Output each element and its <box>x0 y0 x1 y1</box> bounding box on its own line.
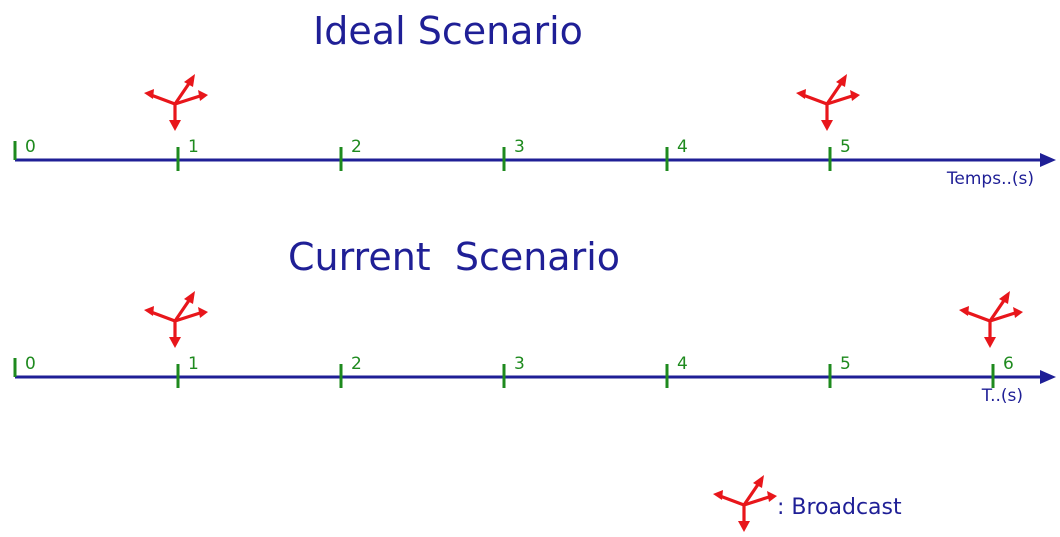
ideal-axis-arrowhead <box>1040 153 1056 167</box>
ideal-axis-label: Temps..(s) <box>946 169 1034 189</box>
ideal-tick-label-5: 5 <box>840 137 851 157</box>
ideal-tick-label-1: 1 <box>188 137 199 157</box>
ideal-tick-label-4: 4 <box>677 137 688 157</box>
legend: : Broadcast <box>711 473 902 534</box>
legend-label: : Broadcast <box>777 495 902 520</box>
current-axis-arrowhead <box>1040 370 1056 384</box>
ideal-broadcast-icon-5 <box>794 72 862 133</box>
ideal-tick-label-0: 0 <box>25 137 36 157</box>
current-scenario-title: Current Scenario <box>288 235 620 279</box>
current-tick-label-5: 5 <box>840 354 851 374</box>
current-tick-label-3: 3 <box>514 354 525 374</box>
current-broadcast-icon-1 <box>142 289 210 350</box>
ideal-tick-label-3: 3 <box>514 137 525 157</box>
ideal-scenario-title: Ideal Scenario <box>313 9 583 53</box>
current-broadcast-icon-6 <box>957 289 1025 350</box>
current-axis-label: T..(s) <box>981 386 1023 406</box>
current-tick-label-6: 6 <box>1003 354 1014 374</box>
current-timeline: 0 1 2 3 4 5 6 <box>13 289 1056 388</box>
broadcast-arrows-icon <box>711 473 779 534</box>
current-tick-label-0: 0 <box>25 354 36 374</box>
ideal-timeline: 0 1 2 3 4 5 <box>13 72 1056 171</box>
current-tick-label-2: 2 <box>351 354 362 374</box>
current-tick-label-1: 1 <box>188 354 199 374</box>
current-tick-label-4: 4 <box>677 354 688 374</box>
ideal-broadcast-icon-1 <box>142 72 210 133</box>
ideal-tick-label-2: 2 <box>351 137 362 157</box>
